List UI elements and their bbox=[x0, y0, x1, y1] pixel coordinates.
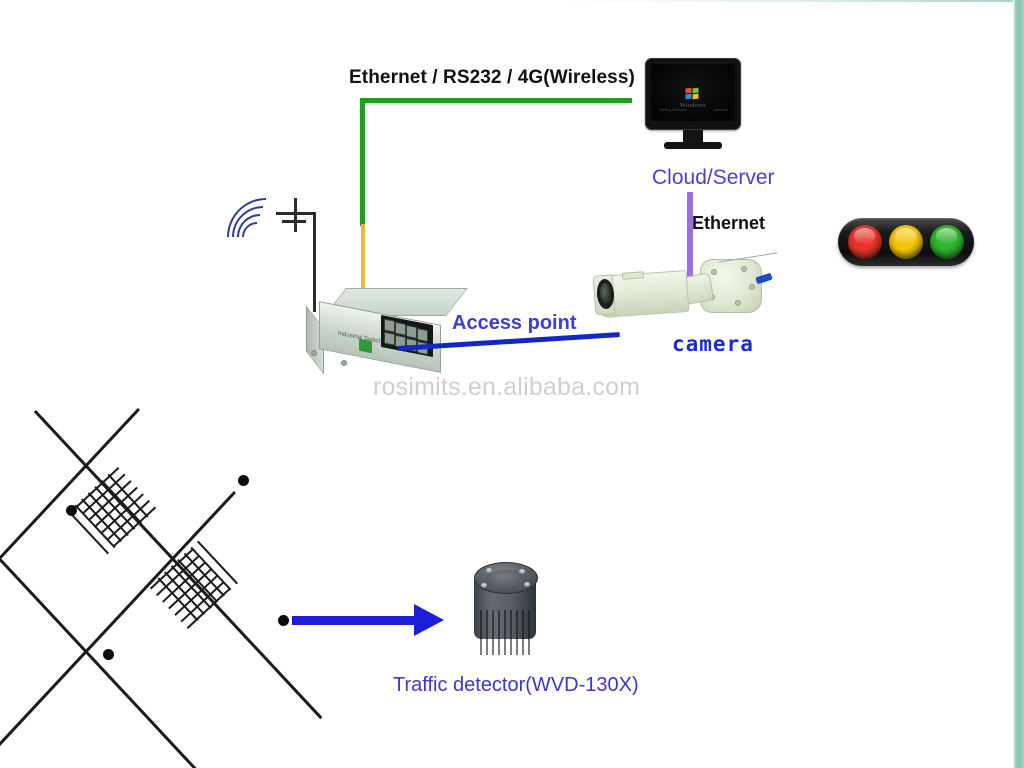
link-line-ethernet-camera bbox=[687, 192, 693, 280]
antenna-feed bbox=[294, 212, 316, 215]
monitor-screen-text-right: Microsoft bbox=[713, 108, 728, 112]
traffic-light-lamp-red bbox=[848, 225, 882, 259]
rj45-port-3[interactable] bbox=[406, 324, 417, 339]
road-edge-ne-2 bbox=[0, 490, 236, 768]
traffic-light-lamp-yellow bbox=[889, 225, 923, 259]
monitor-os-name: Windows bbox=[679, 103, 707, 109]
traffic-detector-node[interactable] bbox=[474, 560, 540, 655]
detector-bolt-3 bbox=[524, 582, 530, 587]
detector-bolt-2 bbox=[519, 569, 525, 574]
detector-arrow-head bbox=[414, 604, 444, 636]
rj45-port-5[interactable] bbox=[384, 331, 395, 346]
switch-screw-1 bbox=[311, 350, 317, 356]
detector-top-cap bbox=[474, 562, 538, 594]
sensor-dot-south bbox=[103, 649, 114, 660]
access-point-label: Access point bbox=[452, 312, 577, 334]
cloud-server-node[interactable]: Windows Starting Windows Microsoft bbox=[645, 58, 741, 153]
monitor-stand-base bbox=[664, 142, 722, 149]
traffic-light-lamp-green bbox=[930, 225, 964, 259]
detector-bolt-4 bbox=[481, 583, 487, 588]
mount-screw-2 bbox=[741, 266, 747, 272]
sensor-dot-east bbox=[278, 615, 289, 626]
antenna-wave-4 bbox=[210, 181, 322, 293]
mount-screw-4 bbox=[735, 300, 741, 306]
site-watermark: rosimits.en.alibaba.com bbox=[373, 373, 641, 401]
windows-logo-icon bbox=[685, 87, 701, 101]
monitor-screen: Windows Starting Windows Microsoft bbox=[651, 64, 735, 121]
antenna-mast bbox=[294, 198, 297, 232]
traffic-light-node bbox=[838, 218, 974, 266]
mount-screw-1 bbox=[711, 269, 717, 275]
link-label-ethernet-rs232-4g: Ethernet / RS232 / 4G(Wireless) bbox=[349, 67, 635, 88]
top-edge-band bbox=[0, 0, 1024, 2]
rj45-port-1[interactable] bbox=[384, 318, 395, 333]
antenna-crossbar-2 bbox=[282, 220, 306, 223]
detector-bolt-1 bbox=[486, 568, 492, 573]
detector-arrow-shaft bbox=[292, 616, 417, 625]
antenna-downlead bbox=[313, 212, 316, 312]
rj45-port-2[interactable] bbox=[395, 321, 406, 336]
road-edge-nw-1 bbox=[33, 410, 323, 720]
access-point-node[interactable]: Industrial Switch bbox=[306, 288, 475, 375]
cloud-server-label: Cloud/Server bbox=[652, 166, 775, 189]
traffic-detector-label: Traffic detector(WVD-130X) bbox=[393, 674, 639, 696]
detector-cap-inner bbox=[485, 570, 527, 589]
camera-label: camera bbox=[672, 332, 754, 356]
switch-screw-2 bbox=[341, 360, 347, 366]
camera-node[interactable] bbox=[592, 252, 780, 345]
rj45-port-4[interactable] bbox=[417, 327, 428, 343]
link-line-ethernet-horizontal bbox=[360, 98, 632, 103]
road-intersection bbox=[0, 407, 400, 768]
sensor-dot-north bbox=[238, 475, 249, 486]
link-label-ethernet-camera: Ethernet bbox=[692, 213, 766, 233]
monitor-screen-text-left: Starting Windows bbox=[659, 108, 687, 112]
link-line-ethernet-vertical bbox=[360, 98, 365, 226]
antenna-crossbar-1 bbox=[276, 212, 306, 215]
monitor-stand-neck bbox=[683, 130, 703, 143]
wireless-antenna bbox=[210, 181, 330, 312]
mount-screw-3 bbox=[749, 284, 755, 290]
right-edge-band bbox=[1013, 0, 1024, 768]
link-line-wireless-vertical bbox=[361, 224, 365, 300]
sensor-dot-west bbox=[66, 505, 77, 516]
